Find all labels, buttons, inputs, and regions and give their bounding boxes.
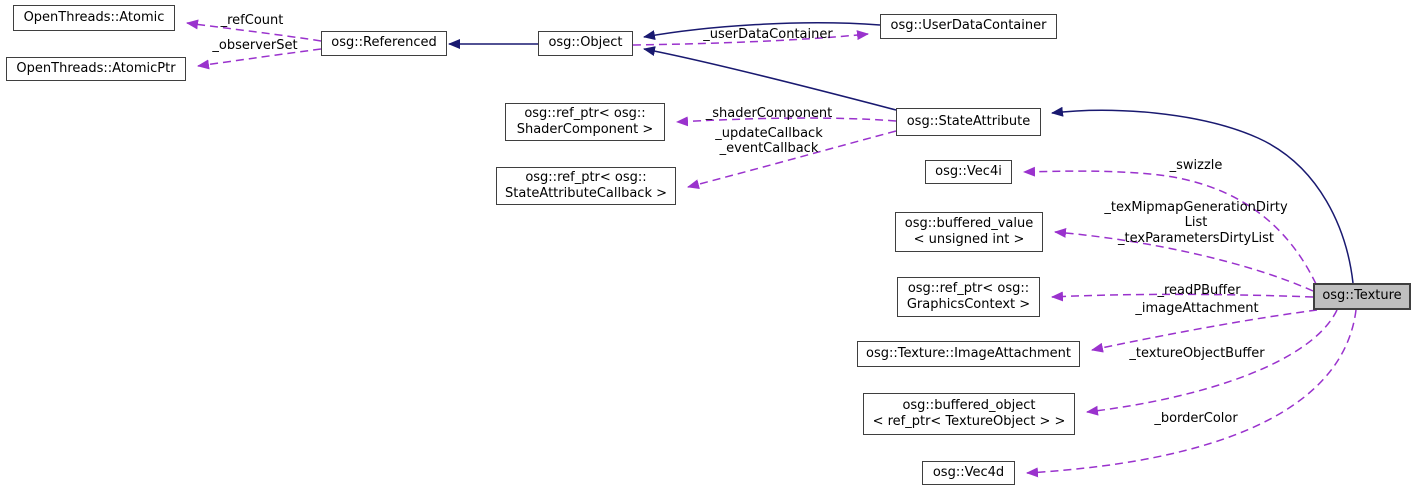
edge-label-readpbuffer: _readPBuffer <box>1157 283 1241 298</box>
edge-label-bordercolor: _borderColor <box>1154 411 1238 426</box>
class-box-buffered-value-unsigned-int[interactable]: osg::buffered_value < unsigned int > <box>895 212 1043 252</box>
class-box-openthreads-atomicptr[interactable]: OpenThreads::AtomicPtr <box>6 57 186 81</box>
class-box-osg-vec4d[interactable]: osg::Vec4d <box>922 461 1015 485</box>
class-box-osg-texture-current: osg::Texture <box>1313 283 1411 310</box>
class-box-osg-object[interactable]: osg::Object <box>538 31 633 56</box>
edge-inheritance-stateattribute-to-object <box>643 46 897 111</box>
edge-label-observerset: _observerSet <box>212 38 298 53</box>
edge-label-imageattachment: _imageAttachment <box>1135 301 1259 316</box>
edge-label-userdatacontainer: _userDataContainer <box>703 27 833 42</box>
edge-label-swizzle: _swizzle <box>1169 158 1223 173</box>
class-box-refptr-stateattributecallback[interactable]: osg::ref_ptr< osg:: StateAttributeCallba… <box>496 167 676 205</box>
class-box-osg-vec4i[interactable]: osg::Vec4i <box>925 160 1012 184</box>
edge-label-texdirtylists: _texMipmapGenerationDirty List _texParam… <box>1104 200 1288 246</box>
class-box-texture-imageattachment[interactable]: osg::Texture::ImageAttachment <box>857 341 1080 367</box>
class-box-openthreads-atomic[interactable]: OpenThreads::Atomic <box>13 5 175 31</box>
edge-usage-bordercolor <box>1026 309 1357 478</box>
edge-inheritance-texture-to-stateattribute <box>1051 106 1354 284</box>
class-box-osg-referenced[interactable]: osg::Referenced <box>321 31 447 56</box>
class-box-refptr-graphicscontext[interactable]: osg::ref_ptr< osg:: GraphicsContext > <box>897 277 1040 317</box>
edge-label-shadercomponent: _shaderComponent <box>705 106 833 121</box>
edge-label-textureobjectbuffer: _textureObjectBuffer <box>1129 346 1265 361</box>
edge-label-refcount: _refCount <box>220 13 284 28</box>
class-box-buffered-object-textureobject[interactable]: osg::buffered_object < ref_ptr< TextureO… <box>863 393 1075 435</box>
class-box-osg-stateattribute[interactable]: osg::StateAttribute <box>896 108 1041 136</box>
class-box-refptr-shadercomponent[interactable]: osg::ref_ptr< osg:: ShaderComponent > <box>505 103 665 141</box>
edge-label-update-event-callback: _updateCallback _eventCallback <box>715 126 823 157</box>
class-box-osg-userdatacontainer[interactable]: osg::UserDataContainer <box>880 14 1057 39</box>
